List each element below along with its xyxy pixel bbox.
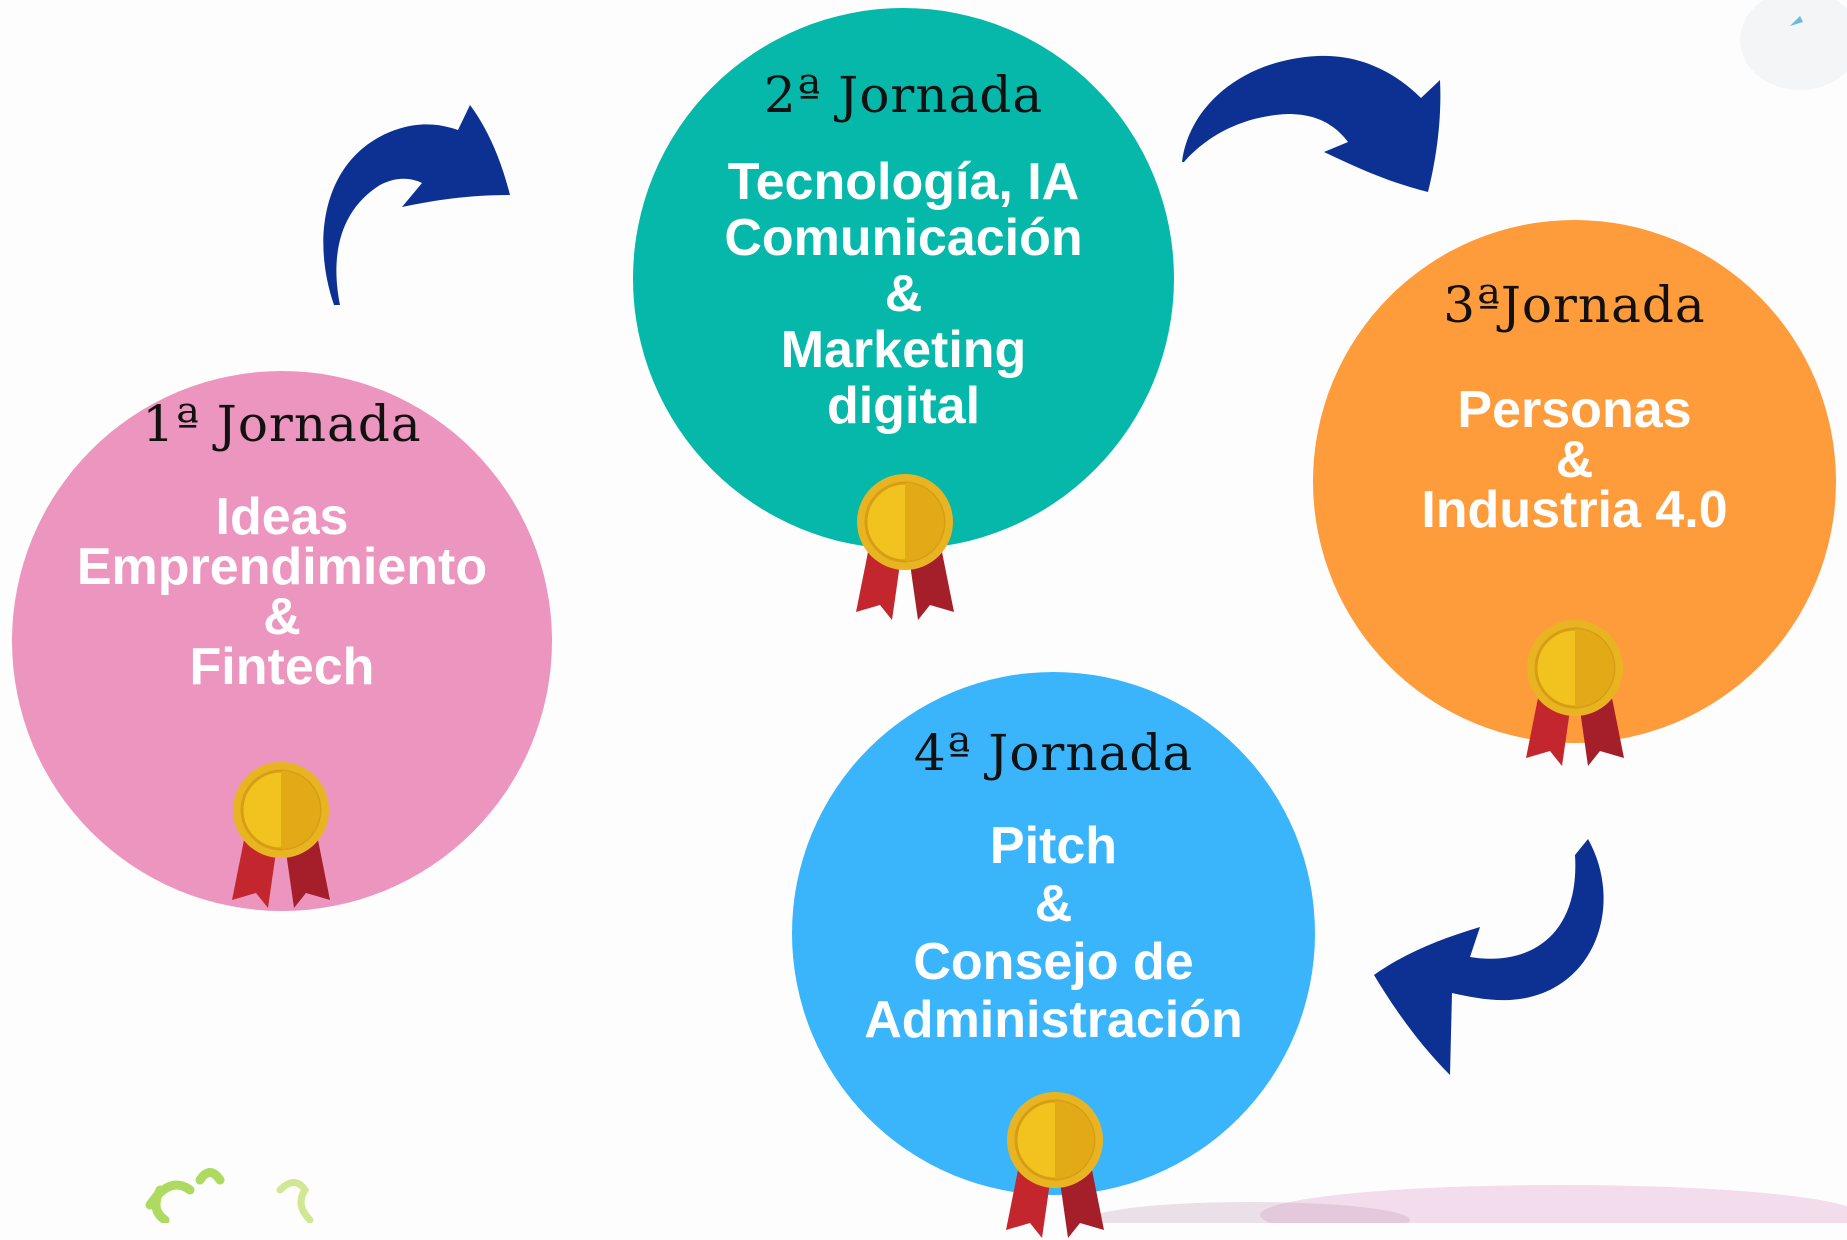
stage-topic: Personas & Industria 4.0: [1313, 381, 1836, 539]
stage-topic: Ideas Emprendimiento & Fintech: [12, 488, 552, 696]
stage-circle-3: 3ªJornada Personas & Industria 4.0: [1313, 220, 1836, 743]
topic-line: Industria 4.0: [1421, 481, 1728, 539]
topic-line: Ideas: [215, 488, 349, 546]
topic-line: digital: [826, 377, 981, 435]
topic-line: Personas: [1457, 381, 1692, 439]
award-medal-icon: [856, 474, 954, 620]
topic-line: Marketing: [780, 321, 1027, 379]
topic-line: Administración: [864, 991, 1243, 1049]
topic-line: Comunicación: [724, 209, 1083, 267]
topic-line: Emprendimiento: [76, 538, 488, 596]
curved-arrow-icon: [323, 105, 510, 305]
topic-line: &: [263, 588, 301, 646]
stage-topic: Tecnología, IA Comunicación & Marketing …: [633, 154, 1174, 434]
stage-heading: 2ª Jornada: [763, 66, 1044, 124]
stage-heading: 3ªJornada: [1443, 276, 1706, 334]
curved-arrow-icon: [1374, 839, 1604, 1075]
topic-line: Pitch: [989, 817, 1118, 875]
stage-circle-2: 2ª Jornada Tecnología, IA Comunicación &…: [633, 8, 1174, 549]
stage-heading: 4ª Jornada: [913, 724, 1194, 782]
topic-line: &: [884, 265, 923, 323]
topic-line: Fintech: [189, 638, 375, 696]
topic-line: Tecnología, IA: [727, 153, 1080, 211]
topic-line: &: [1034, 875, 1073, 933]
award-medal-icon: [1526, 620, 1624, 766]
stage-topic: Pitch & Consejo de Administración: [792, 817, 1315, 1049]
stage-heading: 1ª Jornada: [142, 395, 422, 453]
award-medal-icon: [1006, 1092, 1104, 1238]
topic-line: &: [1555, 431, 1594, 489]
curved-arrow-icon: [1182, 55, 1441, 193]
award-medal-icon: [232, 762, 330, 908]
topic-line: Consejo de: [913, 933, 1194, 991]
